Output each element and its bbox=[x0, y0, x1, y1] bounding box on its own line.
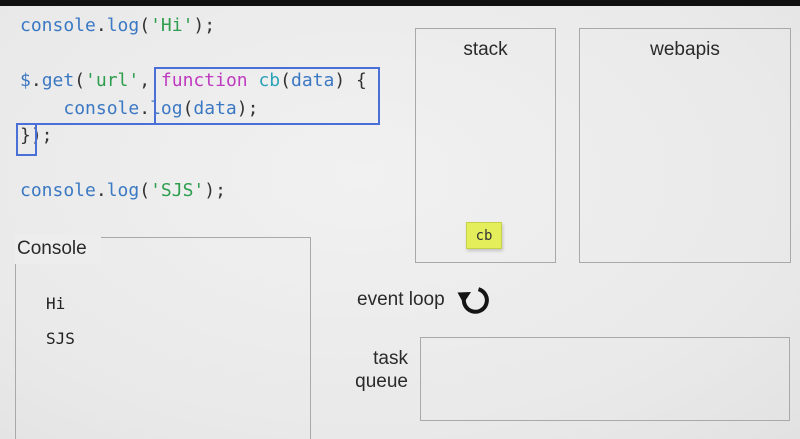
code-token: ( bbox=[182, 97, 194, 119]
code-token: console bbox=[20, 15, 96, 36]
code-token: 'Hi' bbox=[150, 15, 194, 36]
code-token: get bbox=[41, 70, 75, 91]
code-token: ); bbox=[204, 180, 226, 201]
code-token: . bbox=[30, 70, 42, 91]
code-line: console.log('SJS'); bbox=[20, 177, 367, 205]
console-output: Hi SJS bbox=[46, 294, 75, 364]
code-token: log bbox=[106, 15, 140, 36]
code-token: ( bbox=[280, 70, 291, 91]
stack-frame-cb: cb bbox=[466, 222, 502, 249]
console-log-entry: Hi bbox=[46, 294, 66, 313]
code-token: data bbox=[193, 97, 237, 119]
code-token: ( bbox=[74, 70, 86, 91]
event-loop-label: event loop bbox=[357, 289, 445, 310]
code-token bbox=[20, 98, 63, 119]
code-line: console.log(data); bbox=[20, 95, 367, 123]
callback-highlight-box bbox=[154, 67, 380, 125]
code-token: ); bbox=[236, 97, 259, 119]
webapis-label: webapis bbox=[650, 39, 720, 60]
task-queue-panel bbox=[420, 337, 790, 421]
code-token: log bbox=[150, 97, 183, 119]
code-token: console bbox=[63, 97, 140, 119]
code-snippet: console.log('Hi'); $.get('url', function… bbox=[20, 12, 367, 205]
task-queue-label-line: queue bbox=[355, 371, 408, 392]
console-label: Console bbox=[15, 235, 101, 264]
code-token: console bbox=[20, 180, 96, 201]
code-token: ); bbox=[193, 15, 216, 36]
console-panel: Console Hi SJS bbox=[15, 235, 311, 439]
code-line: $.get('url', function cb(data) { bbox=[20, 67, 367, 95]
event-loop: event loop bbox=[357, 282, 493, 318]
code-token: ) { bbox=[334, 70, 367, 91]
stack-frame-label: cb bbox=[475, 227, 493, 244]
code-token: 'url' bbox=[85, 70, 140, 91]
code-token: ( bbox=[139, 180, 151, 201]
console-log-entry: SJS bbox=[46, 329, 75, 348]
callback-highlight-connector bbox=[35, 123, 156, 125]
code-token: data bbox=[291, 70, 335, 91]
callback-highlight-brace-box bbox=[16, 123, 37, 156]
code-line: console.log('Hi'); bbox=[20, 12, 367, 40]
code-line-blank bbox=[20, 150, 367, 178]
code-token: . bbox=[95, 180, 107, 201]
code-token: ( bbox=[139, 15, 151, 36]
code-line: }); bbox=[20, 122, 367, 150]
code-token: $ bbox=[20, 70, 31, 91]
code-token: function bbox=[160, 70, 248, 91]
code-token: , bbox=[139, 70, 161, 91]
code-line-blank bbox=[20, 40, 367, 68]
code-token: . bbox=[95, 15, 107, 36]
code-token: 'SJS' bbox=[150, 180, 205, 201]
letterbox-top bbox=[0, 0, 800, 6]
clockwise-arrow-icon bbox=[457, 287, 489, 314]
task-queue-label-line: task bbox=[373, 348, 408, 369]
stack-panel: stack cb bbox=[415, 28, 556, 263]
code-token: . bbox=[139, 97, 151, 119]
code-token: cb bbox=[258, 70, 281, 91]
code-token: log bbox=[106, 180, 140, 201]
webapis-panel: webapis bbox=[579, 28, 791, 263]
stack-label: stack bbox=[463, 39, 508, 60]
task-queue-label: task queue bbox=[338, 347, 408, 393]
